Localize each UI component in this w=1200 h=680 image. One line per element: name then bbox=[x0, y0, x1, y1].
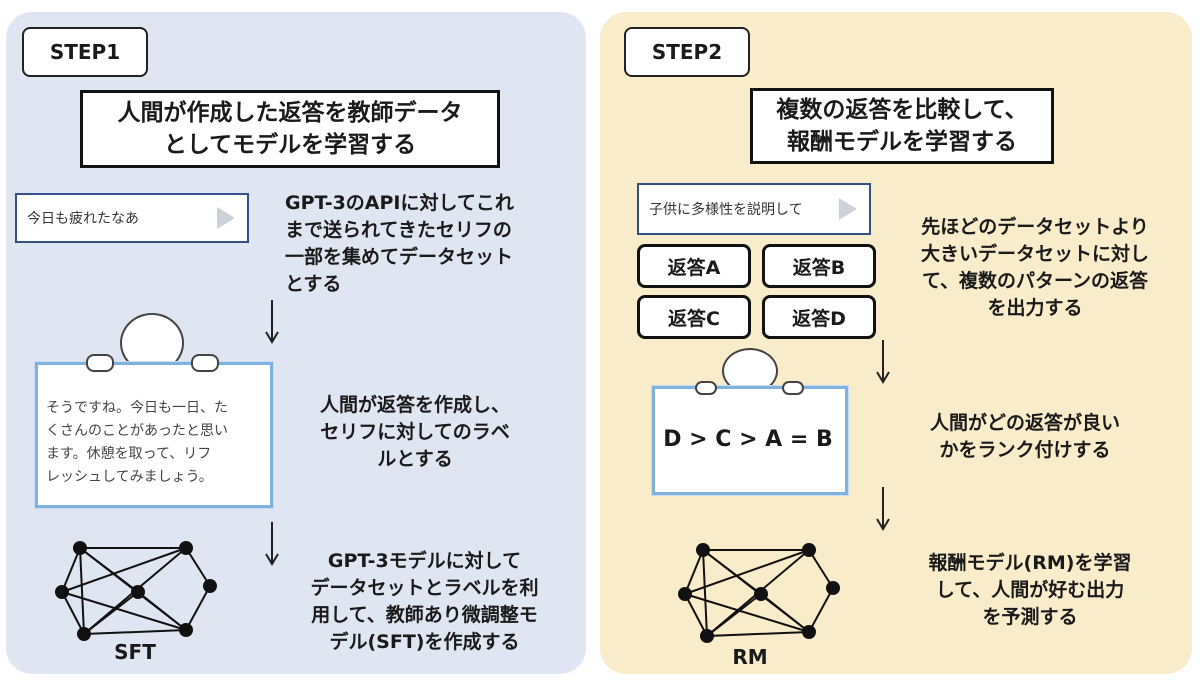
ranking-text: D > C > A = B bbox=[663, 426, 833, 452]
response-c-box: 返答C bbox=[637, 295, 751, 339]
step1-arrow-2 bbox=[265, 522, 279, 566]
send-icon bbox=[217, 207, 235, 229]
sft-network-icon bbox=[55, 541, 217, 641]
response-a-box: 返答A bbox=[637, 244, 751, 288]
person-hand-left-icon bbox=[86, 354, 114, 372]
rm-label: RM bbox=[732, 645, 768, 669]
step2-arrow-2 bbox=[876, 487, 890, 531]
step2-label: STEP2 bbox=[624, 27, 750, 77]
response-d-box: 返答D bbox=[762, 295, 876, 339]
person-hand-left-icon bbox=[695, 381, 717, 395]
step1-arrow-1 bbox=[265, 300, 279, 344]
response-b-box: 返答B bbox=[762, 244, 876, 288]
person-hand-right-icon bbox=[191, 354, 219, 372]
send-icon bbox=[839, 198, 857, 220]
step2-ranking-board bbox=[652, 386, 848, 495]
step2-input-text: 子供に多様性を説明して bbox=[649, 202, 803, 218]
rm-network-icon bbox=[678, 543, 840, 643]
step1-title: 人間が作成した返答を教師データ としてモデルを学習する bbox=[80, 90, 500, 168]
person-hand-right-icon bbox=[782, 381, 804, 395]
step1-input-box: 今日も疲れたなあ bbox=[15, 193, 249, 243]
step2-title: 複数の返答を比較して、 報酬モデルを学習する bbox=[750, 88, 1054, 164]
step2-input-box: 子供に多様性を説明して bbox=[637, 183, 871, 235]
step2-desc-rank: 人間がどの返答が良い かをランク付けする bbox=[929, 412, 1120, 461]
step1-desc-dataset: GPT-3のAPIに対してこれ まで送られてきたセリフの 一部を集めてデータセッ… bbox=[285, 192, 514, 295]
step1-desc-sft: GPT-3モデルに対して データセットとラベルを利 用して、教師あり微調整モ デ… bbox=[310, 550, 539, 653]
step1-board-text: そうですね。今日も一日、た くさんのことがあったと思い ます。休憩を取って、リフ… bbox=[46, 400, 228, 485]
step1-desc-label: 人間が返答を作成し、 セリフに対してのラベ ルとする bbox=[319, 394, 510, 470]
step1-label: STEP1 bbox=[22, 27, 148, 77]
sft-label: SFT bbox=[114, 640, 156, 664]
step2-arrow-1 bbox=[876, 340, 890, 384]
step1-label-board bbox=[35, 362, 273, 508]
step1-input-text: 今日も疲れたなあ bbox=[27, 211, 139, 227]
step2-desc-rm: 報酬モデル(RM)を学習 して、人間が好む出力 を予測する bbox=[928, 552, 1132, 628]
step2-desc-output: 先ほどのデータセットより 大きいデータセットに対し て、複数のパターンの返答 を… bbox=[920, 216, 1149, 319]
